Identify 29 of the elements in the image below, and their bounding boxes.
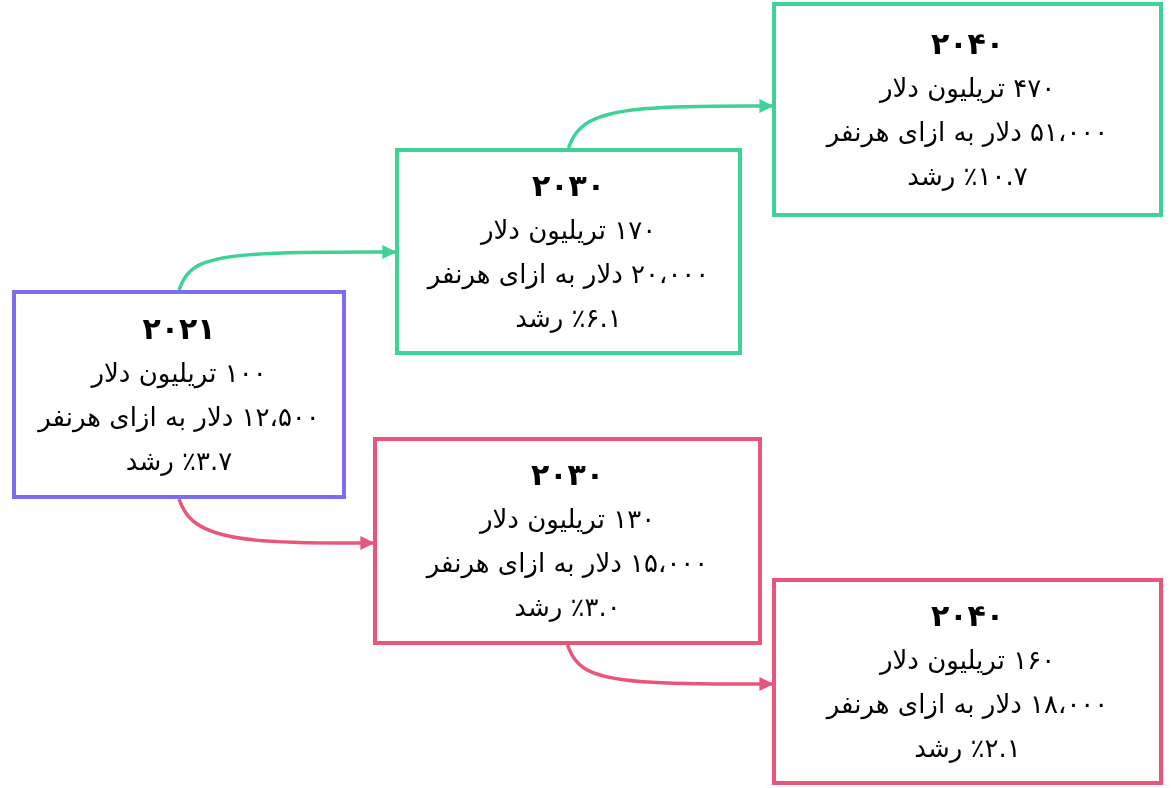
year-box — [772, 578, 1163, 785]
figure-text: ۱۸،۰۰۰ دلار به ازای هرنفر — [826, 687, 1109, 722]
curved-arrow — [566, 99, 774, 149]
figure-text: ۱۳۰ تریلیون دلار — [479, 503, 656, 537]
year-heading: ۲۰۳۰ — [530, 456, 605, 494]
figure-text: ۱۷۰ تریلیون دلار — [480, 213, 657, 248]
year-heading: ۲۰۲۱ — [142, 309, 216, 348]
figure-text: ٪۱۰.۷ رشد — [907, 159, 1028, 193]
figure-text: ٪۳.۷ رشد — [125, 444, 233, 478]
curved-arrow — [177, 498, 375, 550]
year-heading: ۲۰۳۰ — [531, 166, 606, 205]
year-heading: ۲۰۴۰ — [930, 24, 1005, 63]
year-heading: ۲۰۴۰ — [930, 596, 1005, 635]
figure-text: ۱۰۰ تریلیون دلار — [91, 356, 267, 391]
figure-text: ۲۰،۰۰۰ دلار به ازای هرنفر — [427, 257, 710, 292]
year-box — [772, 2, 1163, 217]
figure-text: ۴۷۰ تریلیون دلار — [879, 71, 1056, 106]
year-box — [373, 437, 762, 645]
figure-text: ۱۲،۵۰۰ دلار به ازای هرنفر — [38, 400, 320, 435]
year-box — [12, 290, 346, 499]
figure-text: ۱۶۰ تریلیون دلار — [879, 643, 1056, 678]
curved-arrow — [177, 245, 397, 291]
curved-arrow — [565, 644, 774, 691]
figure-text: ۱۵،۰۰۰ دلار به ازای هرنفر — [426, 547, 709, 581]
year-box — [395, 148, 742, 355]
figure-text: ٪۳.۰ رشد — [514, 591, 621, 624]
figure-text: ٪۶.۱ رشد — [515, 301, 622, 335]
figure-text: ٪۲.۱ رشد — [914, 731, 1021, 765]
figure-text: ۵۱،۰۰۰ دلار به ازای هرنفر — [826, 115, 1109, 150]
